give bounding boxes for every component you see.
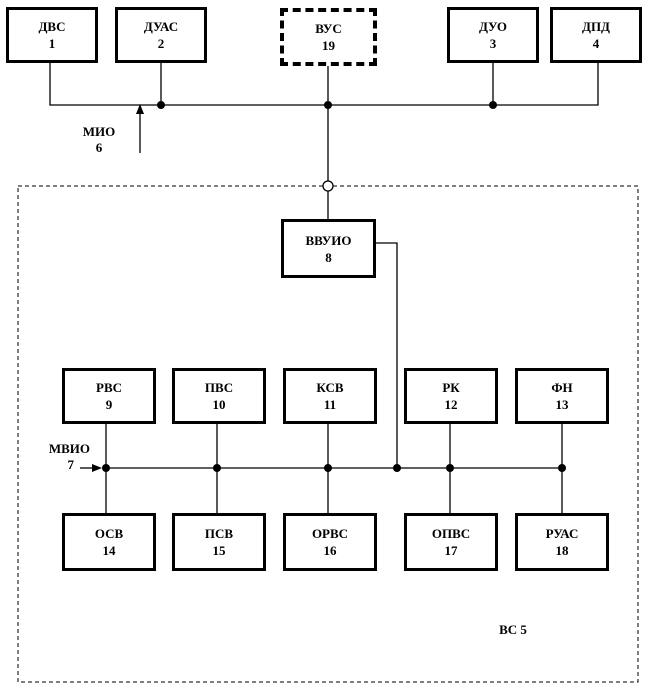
block-name: ДУАС [144,18,178,35]
block-number: 2 [158,35,165,52]
block-pvs: ПВС 10 [172,368,266,424]
block-number: 10 [213,396,226,413]
block-duas: ДУАС 2 [115,7,207,63]
block-number: 3 [490,35,497,52]
junction-dot [558,464,566,472]
block-duo: ДУО 3 [447,7,539,63]
block-osv: ОСВ 14 [62,513,156,571]
block-ksv: КСВ 11 [283,368,377,424]
frame-connector [323,181,333,191]
block-number: 14 [103,542,116,559]
block-name: ВВУИО [305,232,351,249]
junction-dot [102,464,110,472]
block-opvs: ОПВС 17 [404,513,498,571]
block-ruas: РУАС 18 [515,513,609,571]
junction-dot [393,464,401,472]
block-number: 15 [213,542,226,559]
block-vus: ВУС 19 [280,8,377,66]
block-number: 19 [322,37,335,54]
block-psv: ПСВ 15 [172,513,266,571]
block-name: ДВС [38,18,65,35]
label-name: МВИО [26,441,90,457]
block-name: ДУО [479,18,507,35]
block-number: 16 [324,542,337,559]
junction-dot [213,464,221,472]
block-name: ПВС [205,379,233,396]
label-name: МИО [72,124,126,140]
mvio-label: МВИО 7 [26,441,90,473]
block-rvs: РВС 9 [62,368,156,424]
junction-dot [157,101,165,109]
block-name: КСВ [316,379,343,396]
mvio-arrow-head [92,464,102,472]
block-name: ОРВС [312,525,348,542]
vvuio-link [375,243,397,468]
block-name: РВС [96,379,122,396]
block-number: 17 [445,542,458,559]
block-vvuio: ВВУИО 8 [281,219,376,278]
block-rk: РК 12 [404,368,498,424]
block-number: 1 [49,35,56,52]
block-name: ДПД [582,18,610,35]
block-name: ПСВ [205,525,233,542]
block-name: ВУС [315,20,342,37]
top-bus [50,62,598,105]
block-number: 13 [556,396,569,413]
junction-dot [324,101,332,109]
block-name: ОСВ [95,525,123,542]
block-number: 8 [325,249,332,266]
mio-label: МИО 6 [72,124,126,156]
block-dvs: ДВС 1 [6,7,98,63]
vs-label: ВС 5 [478,622,548,638]
block-number: 18 [556,542,569,559]
label-number: 6 [72,140,126,156]
block-name: РК [442,379,459,396]
junction-dot [324,464,332,472]
block-name: РУАС [546,525,579,542]
block-dpd: ДПД 4 [550,7,642,63]
block-name: ФН [551,379,572,396]
junction-dot [446,464,454,472]
block-number: 12 [445,396,458,413]
block-number: 4 [593,35,600,52]
block-fn: ФН 13 [515,368,609,424]
block-number: 11 [324,396,336,413]
label-number: 7 [26,457,90,473]
block-orvs: ОРВС 16 [283,513,377,571]
block-number: 9 [106,396,113,413]
block-name: ОПВС [432,525,470,542]
junction-dot [489,101,497,109]
